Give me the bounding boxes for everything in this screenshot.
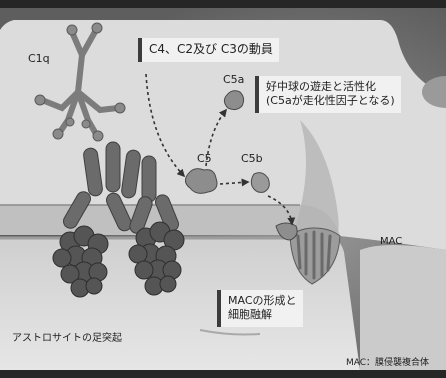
c5-label: C5 [197,152,212,166]
top-border [0,0,446,8]
chemotaxis-text-line2: (C5aが走化性因子となる) [266,94,395,108]
chemotaxis-callout: 好中球の遊走と活性化 (C5aが走化性因子となる) [255,76,401,113]
activation-callout: C4、C2及び C3の動員 [138,38,279,62]
bottom-border [0,370,446,378]
lysis-callout: MACの形成と 細胞融解 [217,290,303,327]
chemotaxis-text-line1: 好中球の遊走と活性化 [266,80,395,94]
c5a-label: C5a [223,73,244,87]
abbreviation-footnote: MAC：膜侵襲複合体 [346,358,429,369]
lysis-text-line2: 細胞融解 [228,308,297,322]
c1q-label: C1q [28,52,50,66]
lysis-text-line1: MACの形成と [228,294,297,308]
mac-label: MAC [380,236,402,249]
astrocyte-endfoot-label: アストロサイトの足突起 [12,333,122,346]
right-cell-region [360,245,446,370]
c5b-label: C5b [241,152,263,166]
activation-text: C4、C2及び C3の動員 [149,42,273,58]
